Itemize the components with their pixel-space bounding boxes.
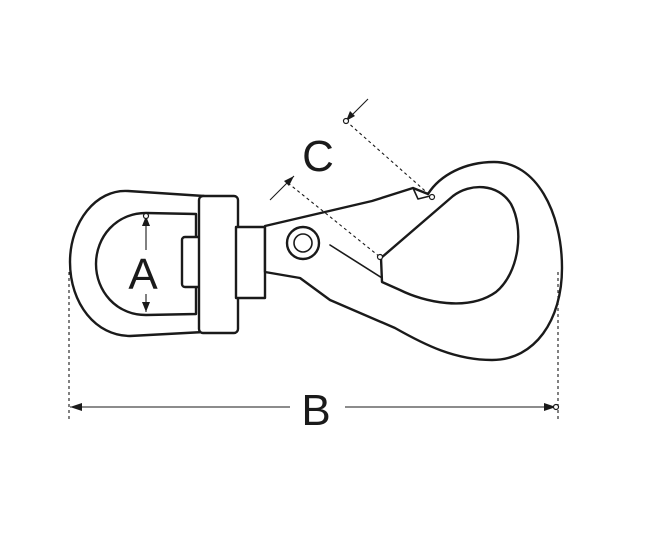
pivot-bolt-inner xyxy=(293,233,313,253)
dimension-b-arrow-left xyxy=(70,403,82,411)
dimension-b: B xyxy=(68,272,560,435)
pivot-bolt-outer xyxy=(285,225,321,261)
barrel-body xyxy=(197,194,240,335)
dimension-a-point-top xyxy=(142,212,150,220)
dimension-b-label: B xyxy=(301,386,330,435)
dimension-c-point-upper xyxy=(342,117,350,125)
swivel-barrel xyxy=(197,194,267,335)
dimension-c-extension-upper xyxy=(345,120,433,198)
hook-body xyxy=(263,160,564,362)
dimension-a-arrow-top xyxy=(142,216,150,226)
dimension-b-point-right xyxy=(552,403,560,411)
dimension-c-extension-lower xyxy=(287,182,381,258)
gate-tip-notch xyxy=(412,187,431,200)
dimension-c-point-gate xyxy=(428,193,436,201)
dimension-c-point-lower xyxy=(376,253,384,261)
barrel-collar xyxy=(234,225,267,300)
dimension-c: C xyxy=(269,98,436,261)
dimension-b-arrow-right xyxy=(544,403,556,411)
dimension-a-label: A xyxy=(128,250,158,299)
dimension-a: A xyxy=(126,212,166,312)
gate-pivot xyxy=(285,225,321,261)
gate-spring-line xyxy=(329,244,383,279)
hook-inner-opening xyxy=(379,185,520,305)
dimension-c-arrow-lower xyxy=(284,176,294,186)
dimension-a-arrow-bottom xyxy=(142,302,150,312)
dimension-c-label: C xyxy=(302,132,334,181)
dimension-c-arrow-upper xyxy=(346,111,355,121)
